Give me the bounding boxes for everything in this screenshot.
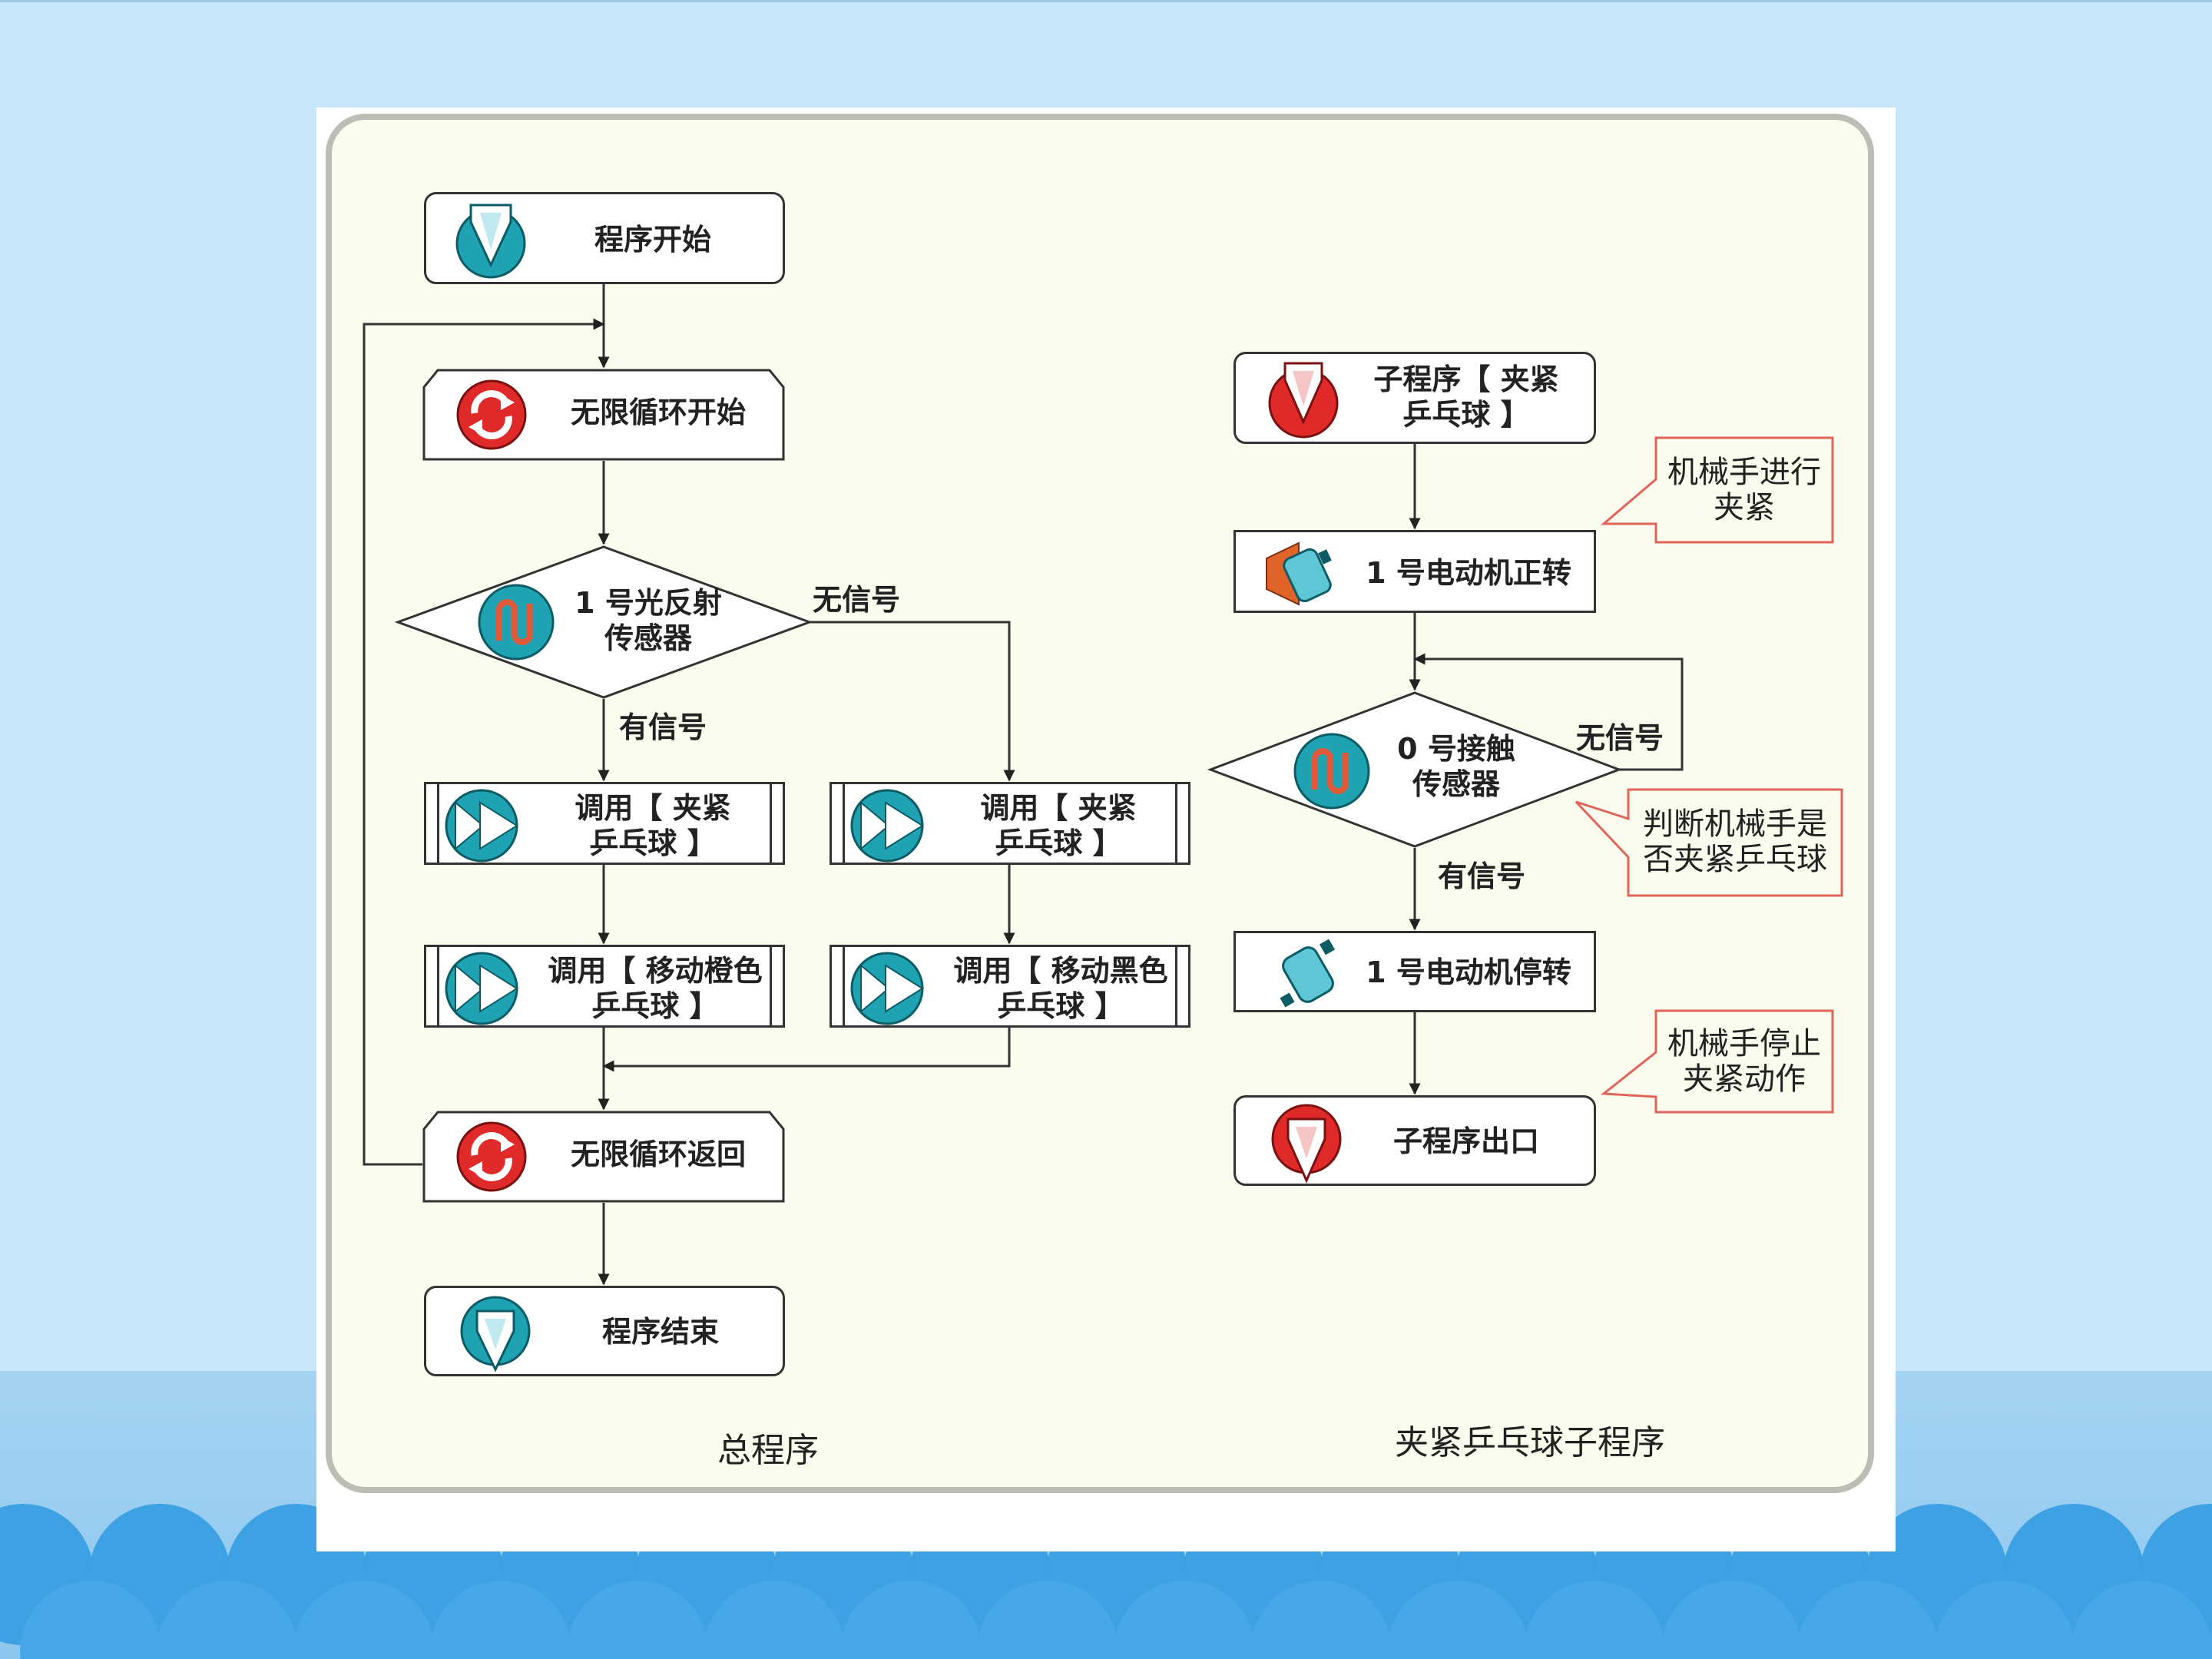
label-sensor1-has-signal: 有信号	[619, 710, 707, 744]
edge-black-merge	[602, 1028, 1011, 1072]
wave-circle	[2071, 1581, 2212, 1659]
wave-circle	[1250, 1581, 1392, 1659]
node-call-clamp-right: 调用【 夹紧 乒乓球 】	[830, 782, 1190, 865]
node-sub-start: 子程序【 夹紧 乒乓球 】	[1233, 352, 1596, 444]
text-call-clamp-left-1: 调用【 夹紧	[575, 791, 731, 825]
wave-circle	[293, 1581, 435, 1659]
caption-main-program: 总程序	[717, 1431, 819, 1470]
text-sub-start-1: 子程序【 夹紧	[1373, 363, 1559, 396]
node-sensor1: 1 号光反射 传感器	[398, 547, 810, 697]
subroutine-start-icon	[1268, 362, 1339, 439]
callout-stop-line2: 夹紧动作	[1683, 1061, 1806, 1097]
wave-circle	[567, 1581, 708, 1659]
loop-refresh-icon	[456, 1121, 527, 1192]
wave-circle	[1114, 1581, 1255, 1659]
sensor1-diamond	[394, 545, 813, 699]
text-call-clamp-right-1: 调用【 夹紧	[980, 791, 1137, 825]
wave-circle	[1661, 1581, 1802, 1659]
node-loop-start: 无限循环开始	[424, 370, 783, 459]
wave-circle	[1524, 1581, 1665, 1659]
callout-judge: 判断机械手是 否夹紧乒乓球	[1628, 806, 1842, 877]
wave-circle	[1387, 1581, 1528, 1659]
text-sensor1-line1: 1 号光反射	[575, 586, 722, 620]
callout-stop-shape	[1600, 1009, 1834, 1114]
text-sensor1-line2: 传感器	[604, 621, 692, 655]
callout-clamp-line2: 夹紧	[1714, 490, 1775, 525]
label-sensor0-has-signal: 有信号	[1438, 859, 1526, 893]
motor-forward-icon	[1266, 541, 1332, 606]
wave-circle	[20, 1581, 161, 1659]
wave-circle	[704, 1581, 845, 1659]
edge-sensor-loop-back	[1413, 653, 1684, 771]
node-call-orange: 调用【 移动橙色 乒乓球 】	[424, 945, 785, 1028]
caption-subroutine: 夹紧乒乓球子程序	[1395, 1423, 1665, 1462]
subroutine-exit-icon	[1271, 1104, 1342, 1184]
end-arrow-icon	[460, 1296, 531, 1373]
text-call-clamp-left-2: 乒乓球 】	[589, 826, 717, 860]
text-program-end: 程序结束	[601, 1315, 719, 1349]
node-program-end: 程序结束	[424, 1286, 785, 1376]
start-arrow-icon	[455, 204, 526, 279]
text-call-clamp-right-2: 乒乓球 】	[995, 826, 1122, 860]
callout-stop: 机械手停止 夹紧动作	[1656, 1026, 1833, 1097]
node-call-black: 调用【 移动黑色 乒乓球 】	[830, 945, 1190, 1028]
top-border-line	[0, 0, 2212, 2]
callout-clamp-shape	[1600, 436, 1834, 544]
text-loop-start: 无限循环开始	[570, 396, 746, 429]
callout-judge-line2: 否夹紧乒乓球	[1643, 842, 1827, 877]
text-sub-exit: 子程序出口	[1392, 1124, 1539, 1158]
wave-circle	[1934, 1581, 2075, 1659]
text-loop-return: 无限循环返回	[570, 1137, 746, 1171]
node-call-clamp-left: 调用【 夹紧 乒乓球 】	[424, 782, 785, 865]
text-motor-stop: 1 号电动机停转	[1366, 955, 1571, 989]
wave-circle	[2207, 1626, 2212, 1659]
edge-sensor-right	[810, 621, 1015, 782]
callout-clamp-line1: 机械手进行	[1667, 455, 1821, 490]
text-sub-start-2: 乒乓球 】	[1402, 398, 1530, 432]
node-motor-stop: 1 号电动机停转	[1233, 931, 1596, 1012]
node-loop-return: 无限循环返回	[424, 1112, 783, 1201]
node-motor-forward: 1 号电动机正转	[1233, 530, 1596, 613]
call-subroutine-icon	[850, 789, 924, 863]
wave-circle	[157, 1581, 298, 1659]
wave-circle	[977, 1581, 1118, 1659]
wave-circle	[840, 1581, 982, 1659]
text-motor-forward: 1 号电动机正转	[1366, 556, 1571, 590]
call-subroutine-icon	[850, 952, 924, 1025]
text-call-black-1: 调用【 移动黑色	[953, 954, 1168, 988]
label-sensor0-no-signal: 无信号	[1576, 721, 1664, 755]
callout-stop-line1: 机械手停止	[1667, 1026, 1821, 1061]
callout-clamp: 机械手进行 夹紧	[1656, 455, 1833, 525]
node-sensor0: 0 号接触 传感器	[1210, 693, 1619, 846]
loop-refresh-icon	[456, 379, 527, 450]
callout-judge-line1: 判断机械手是	[1643, 806, 1827, 842]
sensor-icon	[1293, 733, 1370, 810]
text-program-start: 程序开始	[594, 223, 711, 257]
call-subroutine-icon	[445, 952, 518, 1025]
text-call-black-2: 乒乓球 】	[997, 989, 1124, 1023]
wave-circle	[1797, 1581, 1939, 1659]
node-program-start: 程序开始	[424, 192, 785, 284]
text-call-orange-1: 调用【 移动橙色	[548, 954, 763, 988]
node-sub-exit: 子程序出口	[1233, 1095, 1596, 1186]
label-sensor1-no-signal: 无信号	[813, 583, 901, 617]
edge-loop-return-back	[363, 318, 605, 1166]
sensor-icon	[478, 584, 555, 661]
call-subroutine-icon	[445, 789, 518, 863]
callout-judge-shape	[1575, 788, 1843, 897]
sensor0-diamond	[1207, 691, 1623, 848]
text-sensor0-line1: 0 号接触	[1397, 732, 1515, 766]
wave-circle	[430, 1581, 571, 1659]
motor-stop-icon	[1280, 939, 1336, 1008]
text-sensor0-line2: 传感器	[1412, 767, 1500, 801]
text-call-orange-2: 乒乓球 】	[591, 989, 719, 1023]
